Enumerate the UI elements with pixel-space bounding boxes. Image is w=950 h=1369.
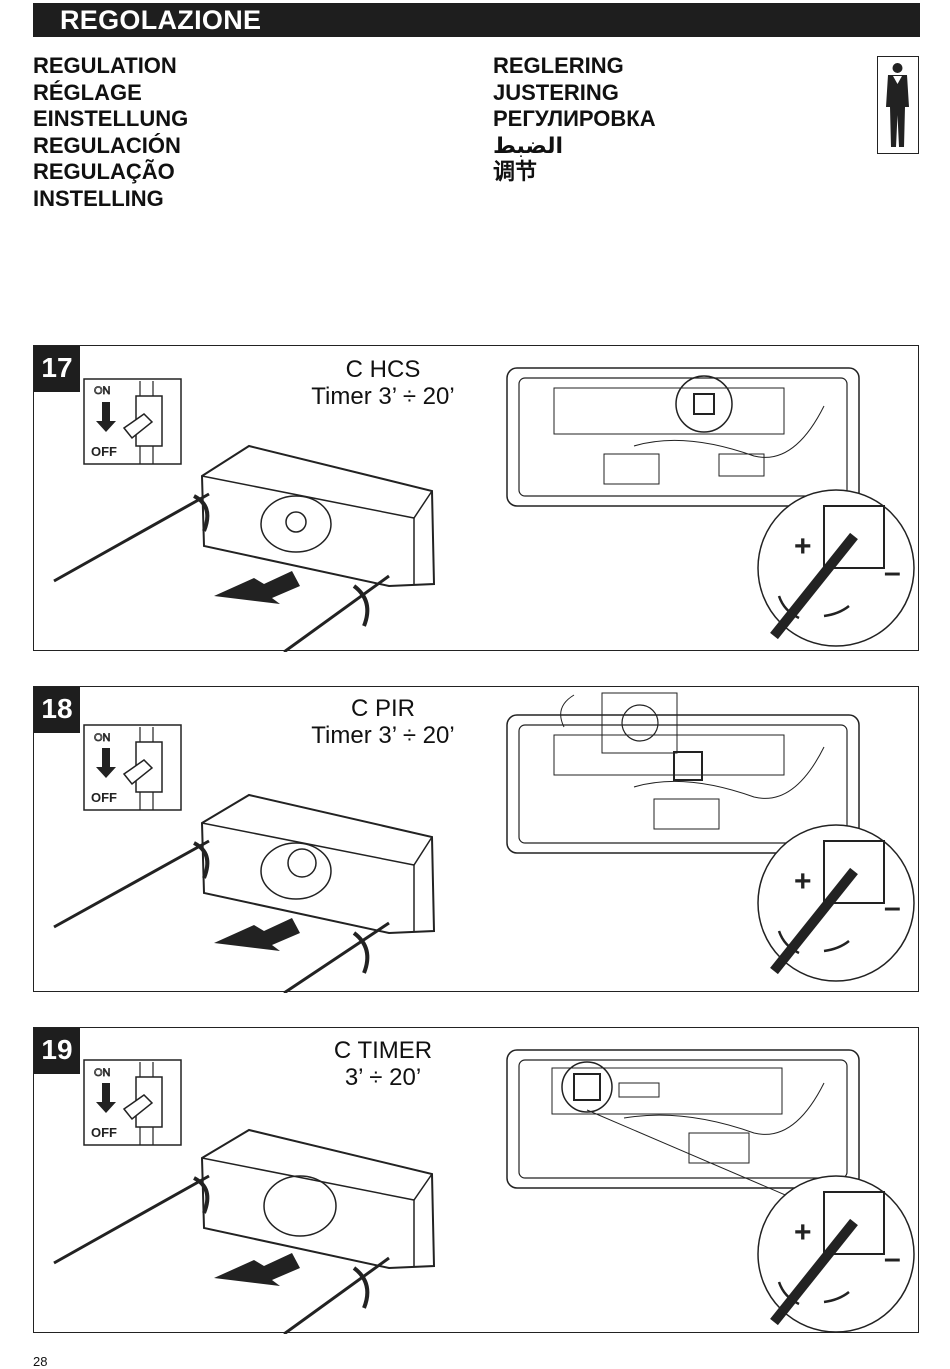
adjustment-detail-magnifier: + –	[757, 1175, 915, 1333]
device-name: C PIR	[350, 695, 415, 722]
timer-face	[263, 1175, 337, 1237]
down-arrow-icon	[214, 918, 300, 951]
sensor-device	[200, 1128, 436, 1270]
language-title: 调节	[493, 159, 538, 185]
step-panel-19: 19 C TIMER 3’ ÷ 20’ ON OFF	[33, 1027, 919, 1334]
decrease-sign: –	[884, 556, 901, 589]
down-arrow-icon	[214, 1253, 300, 1286]
switch-off-label: OFF	[91, 790, 117, 805]
page-number: 28	[33, 1354, 48, 1369]
circuit-board	[506, 1049, 860, 1189]
language-title: EINSTELLUNG	[33, 106, 189, 132]
device-name: C TIMER	[333, 1037, 433, 1064]
title-banner: REGOLAZIONE	[33, 3, 920, 37]
language-title: الضبط	[493, 132, 564, 158]
down-arrow-icon	[214, 571, 300, 604]
installer-icon	[877, 56, 919, 154]
trimmer-potentiometer	[561, 1061, 805, 1204]
step-number: 18	[34, 687, 80, 733]
language-title: РЕГУЛИРОВКА	[493, 106, 656, 132]
increase-sign: +	[794, 530, 812, 563]
trimmer-potentiometer	[675, 375, 733, 433]
step-caption: C PIR Timer 3’ ÷ 20’	[298, 695, 468, 749]
decrease-sign: –	[884, 891, 901, 924]
language-list-left: REGULATION RÉGLAGE EINSTELLUNG REGULACIÓ…	[33, 53, 188, 213]
screwdriver-icon	[53, 839, 390, 993]
adjustment-detail-magnifier: + –	[757, 489, 915, 647]
trimmer-potentiometer	[673, 751, 703, 781]
step-number: 17	[34, 346, 80, 392]
switch-on-label: ON	[94, 1067, 111, 1079]
language-title: REGULATION	[33, 53, 177, 78]
step-panel-17: 17 C HCS Timer 3’ ÷ 20’ ON OFF	[33, 345, 919, 652]
sensor-device	[200, 444, 436, 588]
sensor-lens	[285, 511, 307, 533]
circuit-board	[506, 367, 860, 507]
decrease-sign: –	[884, 1242, 901, 1275]
step-panel-18: 18 C PIR Timer 3’ ÷ 20’ ON OFF	[33, 686, 919, 993]
switch-on-label: ON	[94, 385, 111, 397]
switch-off-label: OFF	[91, 1125, 117, 1140]
language-title: INSTELLING	[33, 185, 164, 211]
increase-sign: +	[794, 1216, 812, 1249]
adjustment-detail-magnifier: + –	[757, 824, 915, 982]
switch-on-label: ON	[94, 732, 111, 744]
circuit-board	[506, 692, 860, 854]
step-number: 19	[34, 1028, 80, 1074]
timer-range: 3’ ÷ 20’	[344, 1064, 422, 1091]
language-title: REGULAÇÃO	[33, 159, 175, 185]
page-title: REGOLAZIONE	[60, 5, 262, 35]
increase-sign: +	[794, 865, 812, 898]
language-title: JUSTERING	[493, 79, 619, 105]
sensor-device	[200, 793, 436, 935]
timer-range: Timer 3’ ÷ 20’	[311, 383, 455, 410]
timer-range: Timer 3’ ÷ 20’	[311, 722, 455, 749]
language-list-right: REGLERING JUSTERING РЕГУЛИРОВКА الضبط 调节	[493, 53, 656, 186]
screwdriver-icon	[53, 492, 390, 652]
language-title: RÉGLAGE	[33, 79, 142, 105]
switch-off-label: OFF	[91, 444, 117, 459]
power-off-switch-icon: ON OFF	[83, 1059, 182, 1146]
device-name: C HCS	[345, 356, 421, 383]
power-off-switch-icon: ON OFF	[83, 724, 182, 811]
step-caption: C HCS Timer 3’ ÷ 20’	[298, 356, 468, 410]
power-off-switch-icon: ON OFF	[83, 378, 182, 465]
screwdriver-icon	[53, 1174, 390, 1334]
language-title: REGULACIÓN	[33, 132, 181, 158]
step-caption: C TIMER 3’ ÷ 20’	[298, 1037, 468, 1091]
language-title: REGLERING	[493, 53, 624, 78]
sensor-lens	[287, 848, 317, 878]
